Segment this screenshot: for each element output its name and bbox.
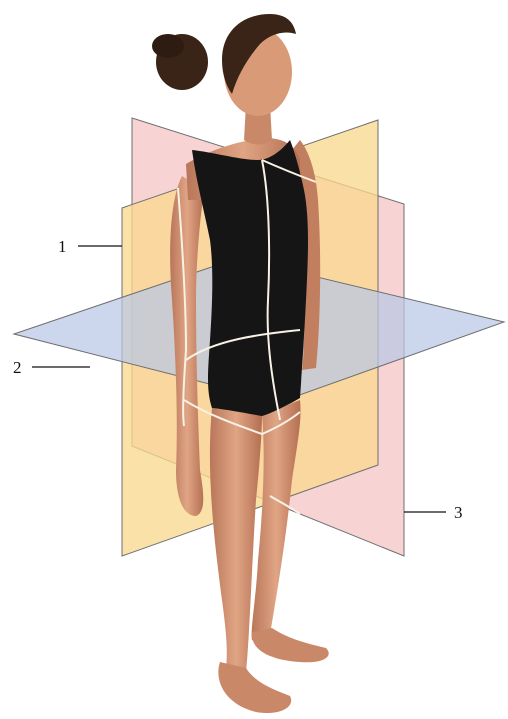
callout-1: 1 bbox=[58, 237, 122, 256]
callout-2: 2 bbox=[13, 358, 90, 377]
callout-1-label: 1 bbox=[58, 237, 67, 256]
callout-3-label: 3 bbox=[454, 503, 463, 522]
callout-2-label: 2 bbox=[13, 358, 22, 377]
human-figure bbox=[152, 14, 329, 713]
callout-3: 3 bbox=[404, 503, 463, 522]
